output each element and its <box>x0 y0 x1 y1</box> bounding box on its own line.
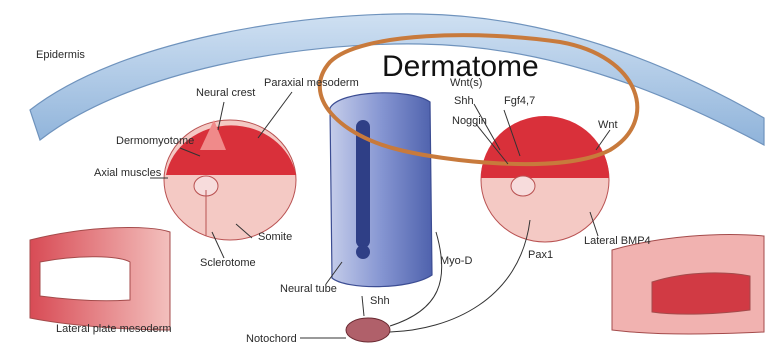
label-neural-tube: Neural tube <box>280 283 337 295</box>
label-shh-right: Shh <box>454 95 474 107</box>
right-somite <box>481 116 609 242</box>
label-myo: Myo-D <box>440 255 472 267</box>
label-wnt-top: Wnt <box>598 119 618 131</box>
label-fgf: Fgf4,7 <box>504 95 535 107</box>
label-wnt: Wnt(s) <box>450 77 482 89</box>
label-notochord: Notochord <box>246 333 297 345</box>
lateral-plate-left <box>30 227 170 330</box>
label-paraxial: Paraxial mesoderm <box>264 77 359 89</box>
label-shh: Shh <box>370 295 390 307</box>
label-sclerotome: Sclerotome <box>200 257 256 269</box>
label-pax1: Pax1 <box>528 249 553 261</box>
label-lateral-bmp: Lateral BMP4 <box>584 235 651 247</box>
label-lateral-plate: Lateral plate mesoderm <box>56 323 172 335</box>
label-axial-muscles: Axial muscles <box>94 167 162 179</box>
label-somite: Somite <box>258 231 292 243</box>
label-dermomyotome: Dermomyotome <box>116 135 194 147</box>
notochord-shape <box>346 318 390 342</box>
lateral-plate-right <box>612 235 764 334</box>
label-neural-crest: Neural crest <box>196 87 255 99</box>
neural-tube <box>330 93 432 287</box>
label-epidermis: Epidermis <box>36 49 85 61</box>
